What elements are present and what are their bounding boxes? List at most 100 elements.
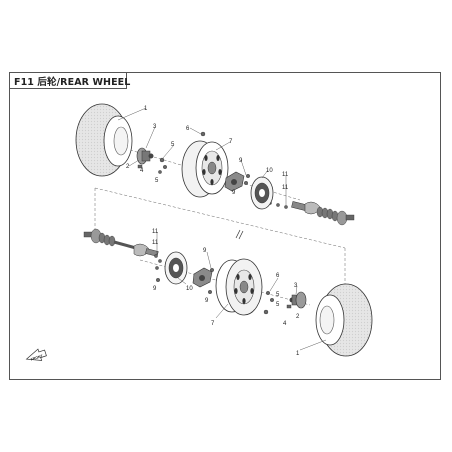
shaft-upper-stub xyxy=(291,201,307,211)
page-title: F11 后轮/REAR WHEEL xyxy=(14,77,131,88)
bolt-part xyxy=(266,291,271,296)
rim-upper xyxy=(181,140,229,198)
leader-line xyxy=(240,159,247,176)
callout-rim-lower: 7 xyxy=(211,321,215,327)
callouts: 1 3 2 6 7 5 5 4 9 9 10 11 11 11 11 9 10 … xyxy=(126,106,300,357)
knuckle-lower-center xyxy=(199,275,205,281)
leader-line xyxy=(145,126,156,149)
screw-part xyxy=(284,205,288,209)
front-label: FRONT xyxy=(30,354,44,362)
bolt-part xyxy=(162,164,167,169)
callout-rim-upper: 7 xyxy=(229,139,233,145)
callout-nut-upper: 2 xyxy=(126,164,130,170)
rim-spoke-hole xyxy=(204,155,208,161)
leader-line xyxy=(295,285,298,295)
brake-disc-upper-hole xyxy=(259,189,265,197)
leader-line xyxy=(177,277,187,285)
callout-valve-upper: 6 xyxy=(186,126,190,132)
screw-part xyxy=(158,259,162,263)
brake-disc-lower-hole xyxy=(173,264,179,272)
shaft-upper-boot xyxy=(316,206,348,226)
rim-spoke-hole xyxy=(202,169,206,175)
leader-line xyxy=(128,159,140,167)
callout-nut-lower: 2 xyxy=(296,314,300,320)
brake-disc-upper xyxy=(250,176,274,210)
bolt-part xyxy=(245,173,250,178)
bolt-part xyxy=(155,278,160,283)
rim-spoke-hole xyxy=(216,155,220,161)
shaft-lower-rod xyxy=(113,240,137,250)
nut-part xyxy=(158,170,162,174)
leader-line xyxy=(215,303,229,319)
bolt-part xyxy=(243,180,248,185)
screw-part xyxy=(276,203,280,207)
callout-bolt9-lower-b: 9 xyxy=(203,248,207,254)
callout-valve-lower: 6 xyxy=(276,273,280,279)
valve-part xyxy=(263,309,269,315)
shaft-upper-spline xyxy=(345,214,355,221)
bolt-part xyxy=(207,290,212,295)
tire-upper-bead xyxy=(113,126,129,156)
drive-shaft-lower xyxy=(83,228,159,257)
callout-brake-disc-upper: 10 xyxy=(266,168,273,174)
break-mark-line xyxy=(235,229,241,239)
pin-part xyxy=(286,304,292,309)
callout-screw-upper-b: 11 xyxy=(282,185,289,191)
small-parts-lower xyxy=(154,254,292,315)
shaft-lower-spline xyxy=(83,231,93,238)
bolt-part xyxy=(270,298,275,303)
title-box: F11 后轮/REAR WHEEL xyxy=(9,72,131,89)
knuckle-upper xyxy=(224,171,245,192)
hub-upper-center xyxy=(148,153,154,159)
callout-bolt9-upper-b: 9 xyxy=(232,190,236,196)
rim-spoke-hole xyxy=(250,288,254,294)
screw-part xyxy=(154,254,158,258)
knuckle-upper-center xyxy=(231,179,237,185)
tire-lower xyxy=(315,283,373,357)
rim-upper-hub-hole xyxy=(207,161,217,175)
callout-bolt9-lower: 9 xyxy=(153,286,157,292)
drive-shaft-upper xyxy=(291,201,355,226)
callout-bolt-lower-a: 5 xyxy=(276,292,280,298)
callout-bolt9-upper: 9 xyxy=(239,158,243,164)
rim-spoke-hole xyxy=(242,298,246,304)
valve-part xyxy=(200,131,206,137)
rim-lower-hub-hole xyxy=(239,280,249,294)
leader-line xyxy=(189,127,202,135)
callout-cotter-pin-lower: 4 xyxy=(283,321,287,327)
callout-bolt9-lower-c: 9 xyxy=(205,298,209,304)
callout-bolt-upper-a: 5 xyxy=(171,142,175,148)
boot-rib xyxy=(108,235,116,247)
callout-bolt-lower-b: 5 xyxy=(276,302,280,308)
front-direction-marker: FRONT xyxy=(25,348,47,362)
callout-screw-lower-b: 11 xyxy=(152,240,159,246)
diagram-frame xyxy=(9,72,441,380)
knuckle-lower xyxy=(192,267,213,288)
leader-line xyxy=(269,277,279,292)
brake-disc-lower xyxy=(164,251,188,285)
leader-line xyxy=(162,144,175,159)
shaft-lower-stub xyxy=(145,248,159,257)
rim-spoke-hole xyxy=(248,274,252,280)
screw-part xyxy=(155,266,159,270)
leader-line xyxy=(117,107,147,121)
hub-lower-flange xyxy=(295,291,307,309)
leader-line xyxy=(206,251,212,269)
boot-end xyxy=(336,210,348,226)
front-arrow-icon xyxy=(25,348,47,361)
leader-lines xyxy=(117,107,327,351)
callout-screw-upper-a: 11 xyxy=(282,172,289,178)
hub-upper xyxy=(136,147,154,165)
callout-screw-lower-a: 11 xyxy=(152,229,159,235)
rim-spoke-hole xyxy=(234,288,238,294)
callout-tire-lower: 1 xyxy=(296,351,300,357)
callout-hub-upper: 3 xyxy=(153,124,157,130)
leader-line xyxy=(215,141,231,151)
callout-bolt-upper-b: 5 xyxy=(155,178,159,184)
tire-lower-bead xyxy=(319,305,335,335)
rim-spoke-hole xyxy=(218,169,222,175)
callout-tire-upper: 1 xyxy=(144,106,148,112)
assembly-line-upper xyxy=(94,187,346,249)
